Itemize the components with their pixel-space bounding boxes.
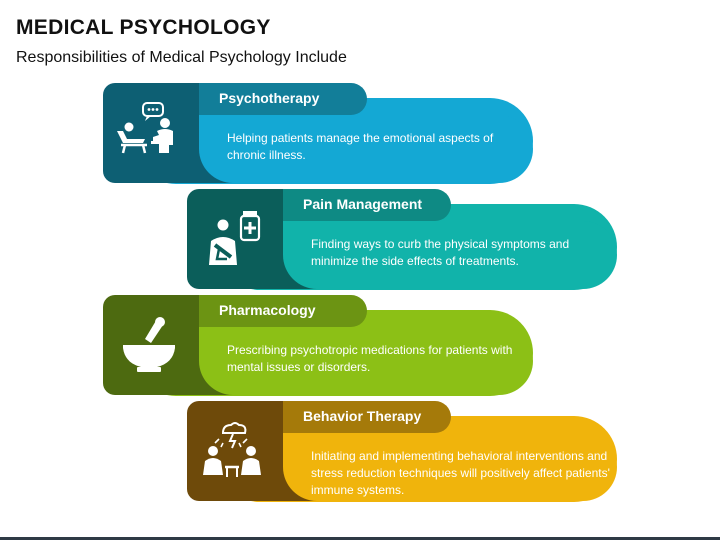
card-description: Prescribing psychotropic medications for… xyxy=(227,343,513,374)
page-title: MEDICAL PSYCHOLOGY xyxy=(16,16,271,39)
card-heading: Behavior Therapy xyxy=(303,408,422,424)
therapy-session-icon xyxy=(113,101,183,165)
card-heading-tab xyxy=(199,83,367,115)
card-heading-tab xyxy=(199,295,367,327)
card-heading-tab xyxy=(283,189,451,221)
card-description-panel xyxy=(283,221,617,289)
card-pain-management: Pain Management Finding ways to curb the… xyxy=(187,189,617,290)
stress-conversation-icon xyxy=(197,419,267,483)
footer-bar xyxy=(0,537,720,540)
card-description-panel xyxy=(199,327,533,395)
card-icon-panel xyxy=(187,401,287,501)
card-pharmacology: Pharmacology Prescribing psychotropic me… xyxy=(103,295,533,396)
card-heading-tab xyxy=(283,401,451,433)
card-psychotherapy: Psychotherapy Helping patients manage th… xyxy=(103,83,533,184)
card-icon-panel xyxy=(187,189,287,289)
card-description: Initiating and implementing behavioral i… xyxy=(311,449,610,497)
injured-patient-icon xyxy=(197,207,267,271)
card-description-panel xyxy=(199,115,533,183)
card-description: Helping patients manage the emotional as… xyxy=(227,131,494,162)
card-heading: Psychotherapy xyxy=(219,90,320,106)
card-description: Finding ways to curb the physical sympto… xyxy=(311,237,570,268)
card-heading: Pain Management xyxy=(303,196,423,212)
page-subtitle: Responsibilities of Medical Psychology I… xyxy=(16,49,347,66)
card-behavior-therapy: Behavior Therapy Initiating and implemen… xyxy=(187,401,617,502)
card-description-panel xyxy=(283,433,617,501)
mortar-pestle-icon xyxy=(113,313,183,377)
card-heading: Pharmacology xyxy=(219,302,316,318)
